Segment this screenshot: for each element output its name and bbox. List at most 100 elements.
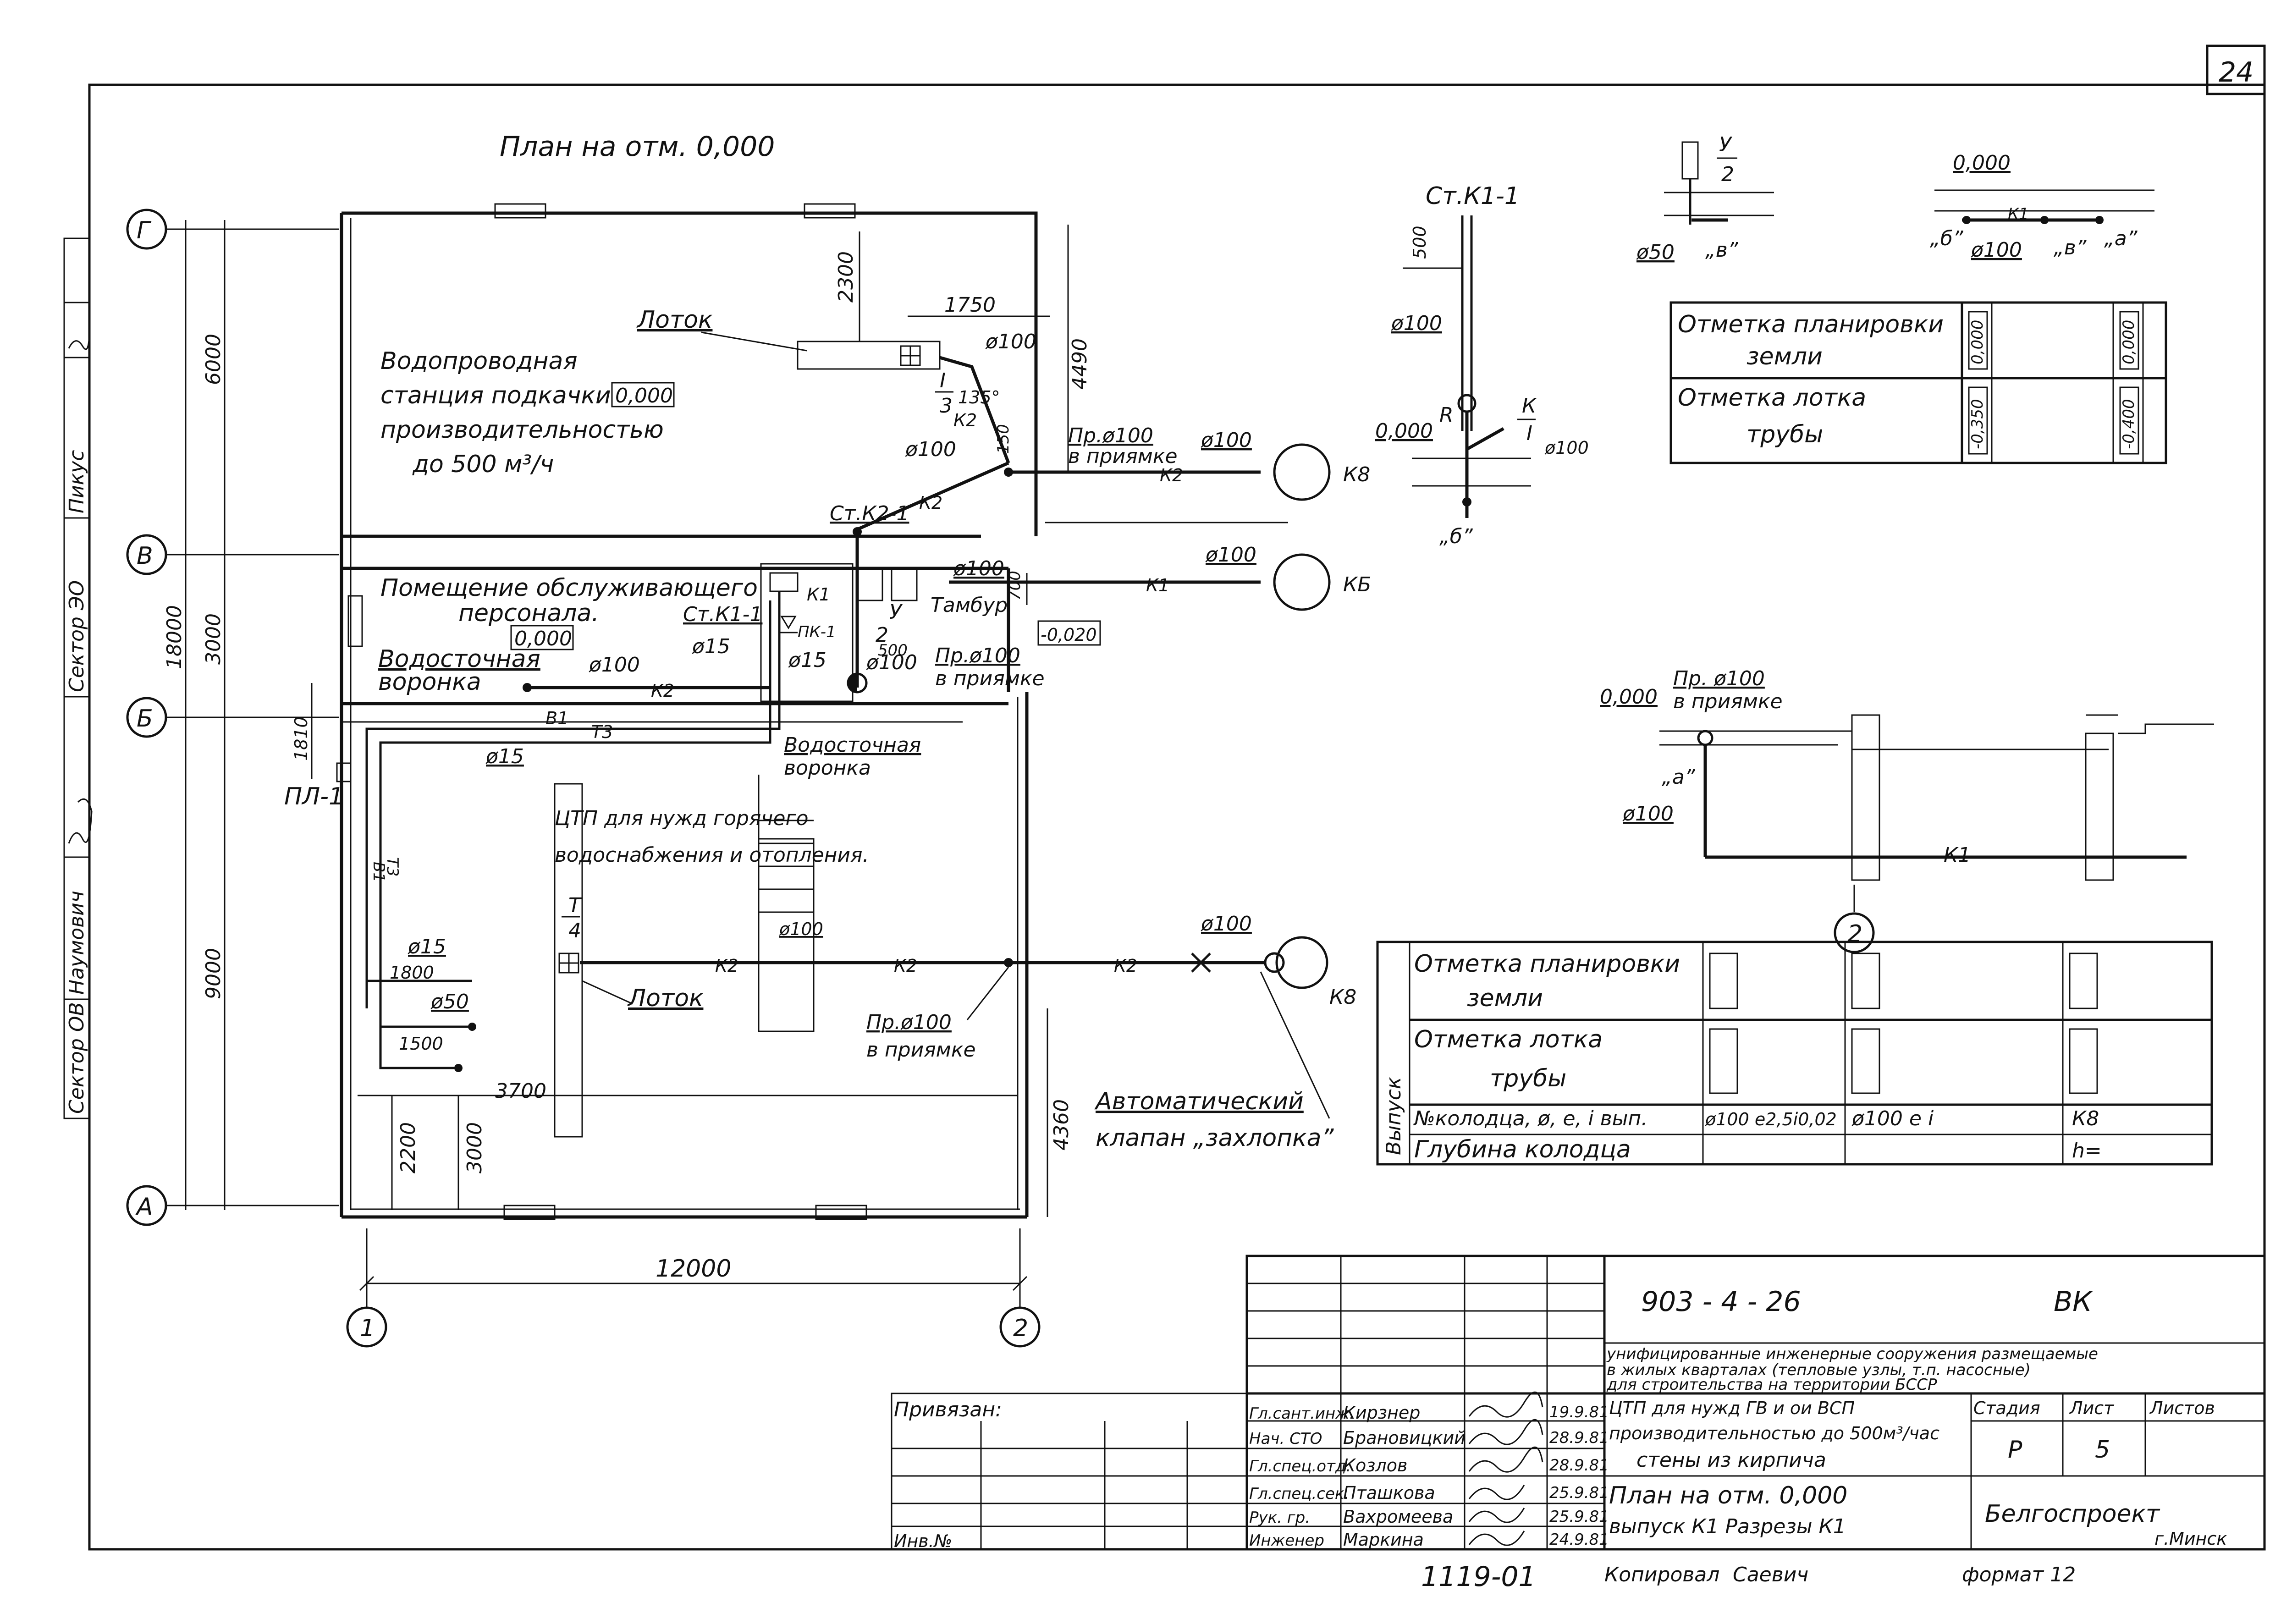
svg-text:выпуск К1 Разрезы К1: выпуск К1 Разрезы К1	[1609, 1515, 1846, 1538]
well-k8-top: К8	[1343, 463, 1370, 486]
margin-stamp: Сектор ОВ Наумович Сектор ЭО Пикус	[63, 237, 93, 1119]
svg-text:Ст.К1-1: Ст.К1-1	[1426, 182, 1520, 210]
k2-lower-priyamke: в приямке	[866, 1038, 976, 1062]
k2-lower-d100-b: ø100	[1201, 912, 1252, 936]
building-walls	[340, 203, 1038, 1220]
svg-text:Листов: Листов	[2149, 1398, 2215, 1418]
room-pump-3: производительностью	[380, 416, 664, 444]
pipe-k2-staff	[523, 683, 770, 692]
svg-text:„а”: „а”	[1662, 765, 1696, 789]
detail-level: 0,000 К1 „б” ø100 „в” „а”	[1930, 151, 2154, 262]
svg-text:земли: земли	[1747, 343, 1823, 370]
stamp-signature	[68, 798, 93, 844]
svg-text:К: К	[1522, 394, 1537, 418]
svg-text:Отметка планировки: Отметка планировки	[1414, 950, 1680, 978]
dim-700: 700	[1006, 571, 1024, 600]
svg-text:28.9.81: 28.9.81	[1549, 1429, 1609, 1447]
svg-text:ø100: ø100	[1971, 238, 2022, 262]
axis-1: 1	[346, 1228, 387, 1348]
svg-text:Рук. гр.: Рук. гр.	[1249, 1508, 1310, 1527]
svg-text:Отметка лотка: Отметка лотка	[1678, 384, 1866, 412]
dim-500: 500	[878, 641, 908, 660]
svg-text:К8: К8	[2072, 1107, 2099, 1130]
svg-text:ø100: ø100	[1622, 802, 1674, 826]
k2-lower-label-a: К2	[715, 956, 738, 976]
svg-text:Отметка лотка: Отметка лотка	[1414, 1026, 1603, 1053]
svg-text:У: У	[1719, 133, 1733, 156]
svg-text:3000: 3000	[202, 613, 225, 665]
svg-text:в жилых кварталах (тепловые уз: в жилых кварталах (тепловые узлы, т.п. н…	[1607, 1361, 2031, 1379]
svg-text:Маркина: Маркина	[1343, 1530, 1424, 1550]
axis-g: Г	[126, 209, 339, 250]
stamp-naumovich: Наумович	[65, 891, 88, 995]
stamp-pikus: Пикус	[65, 450, 88, 514]
lotok-top-label: Лоток	[636, 306, 713, 334]
svg-text:2200: 2200	[397, 1122, 420, 1173]
staff-d100-k2: ø100	[589, 653, 640, 677]
svg-text:Б: Б	[137, 705, 153, 732]
svg-text:План на отм. 0,000: План на отм. 0,000	[1609, 1482, 1847, 1509]
staff-d100: ø100	[866, 651, 917, 674]
svg-text:Р: Р	[2008, 1436, 2022, 1464]
detail-y-mark: У	[889, 600, 903, 624]
well-kb: КБ	[1343, 573, 1371, 596]
svg-text:28.9.81: 28.9.81	[1549, 1456, 1609, 1475]
drain-funnel-1: Водосточная	[378, 645, 540, 673]
staff-d15-a: ø15	[692, 635, 730, 658]
svg-text:ø50: ø50	[1636, 241, 1675, 264]
section-mark-i: I	[940, 369, 946, 392]
staff-d15-b: ø15	[788, 649, 826, 672]
sheet-number: 24	[2219, 56, 2253, 88]
svg-text:стены из кирпича: стены из кирпича	[1636, 1448, 1826, 1472]
pl-label: ПЛ-1	[284, 783, 344, 810]
well-k8-bottom: К8	[1329, 985, 1356, 1009]
stamp-sector-eo: Сектор ЭО	[65, 580, 88, 692]
svg-text:24.9.81: 24.9.81	[1549, 1530, 1609, 1549]
svg-text:Пр. ø100: Пр. ø100	[1673, 667, 1765, 690]
svg-text:В: В	[137, 542, 153, 570]
level-pump: 0,000	[615, 384, 673, 407]
room-pump-4: до 500 м³/ч	[412, 451, 554, 478]
staff-priyamke: в приямке	[935, 667, 1045, 690]
svg-text:0,000: 0,000	[1953, 151, 2011, 175]
level-tambur: -0,020	[1041, 625, 1097, 645]
svg-text:К1: К1	[1944, 843, 1971, 867]
format-label: формат 12	[1962, 1563, 2076, 1586]
plan-title: План на отм. 0,000	[500, 131, 775, 163]
room-ctp-1: ЦТП для нужд горячего	[555, 807, 809, 830]
svg-text:Вахромеева: Вахромеева	[1343, 1507, 1453, 1527]
section-mark-t: Т	[568, 894, 582, 917]
svg-text:для строительства на территори: для строительства на территории БССР	[1606, 1376, 1937, 1394]
dim-12000: 12000	[656, 1255, 731, 1283]
svg-text:1: 1	[360, 1315, 375, 1342]
t3-label: Т3	[591, 722, 613, 742]
svg-text:500: 500	[1410, 226, 1430, 259]
stamp-sector-ov: Сектор ОВ	[65, 1002, 88, 1114]
k2-lower-label-c: К2	[1114, 956, 1137, 976]
svg-text:Инженер: Инженер	[1249, 1531, 1324, 1550]
lotok-bottom	[554, 783, 583, 1138]
k2-pr: Пр.ø100	[1068, 424, 1153, 447]
svg-text:Глубина колодца: Глубина колодца	[1414, 1136, 1631, 1163]
svg-text:25.9.81: 25.9.81	[1549, 1508, 1609, 1526]
copied-label: Копировал	[1604, 1563, 1719, 1586]
svg-text:-0,350: -0,350	[1968, 399, 1987, 449]
dim-4360: 4360	[1050, 1099, 1073, 1151]
svg-text:2: 2	[1847, 920, 1862, 948]
svg-text:Выпуск: Выпуск	[1382, 1077, 1405, 1155]
svg-text:Инв.№: Инв.№	[894, 1531, 952, 1551]
svg-text:производительностью до 500м³/ч: производительностью до 500м³/час	[1609, 1423, 1939, 1443]
svg-text:земли: земли	[1467, 985, 1543, 1012]
svg-text:трубы: трубы	[1747, 421, 1823, 448]
svg-text:ø100 е і: ø100 е і	[1851, 1107, 1934, 1130]
k2-d100-b: ø100	[905, 438, 956, 461]
k2-d100-c: ø100	[1201, 429, 1252, 452]
dim-1800: 1800	[390, 963, 434, 983]
svg-text:„б”: „б”	[1439, 525, 1473, 548]
svg-text:К1: К1	[2008, 205, 2029, 223]
room-pump-2: станция подкачки	[380, 382, 611, 409]
svg-text:19.9.81: 19.9.81	[1549, 1403, 1609, 1421]
dim-1750: 1750	[944, 293, 996, 317]
svg-text:0,000: 0,000	[2120, 320, 2138, 364]
